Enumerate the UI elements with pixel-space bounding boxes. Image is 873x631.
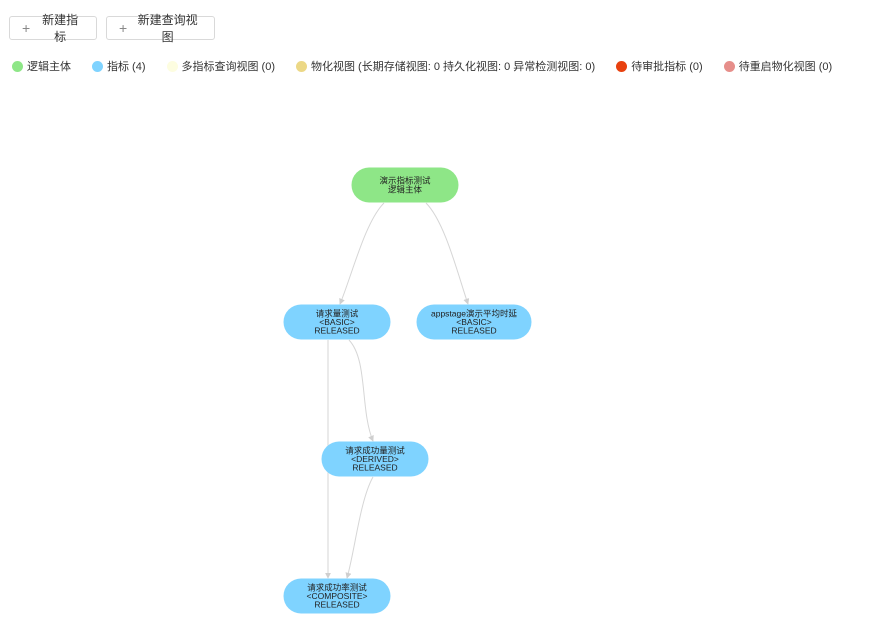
node-shape: [283, 304, 391, 340]
legend-item-metric[interactable]: 指标 (4): [92, 58, 146, 74]
edge-n1-n3: [348, 339, 374, 442]
legend-label: 指标 (4): [107, 61, 146, 73]
edge-n0-n2: [425, 202, 470, 305]
graph-nodes: 演示指标测试逻辑主体请求量测试<BASIC>RELEASEDappstage演示…: [283, 167, 532, 614]
legend-dot-icon: [12, 60, 23, 72]
new-metric-button[interactable]: + 新建指标: [9, 13, 97, 44]
legend-item-logic[interactable]: 逻辑主体: [12, 58, 71, 74]
legend-dot-icon: [166, 60, 178, 72]
node-label-line: 请求量测试: [316, 308, 359, 318]
legend-dot-icon: [296, 60, 307, 72]
legend-label: 待重启物化视图 (0): [738, 61, 833, 73]
legend: 逻辑主体 指标 (4) 多指标查询视图 (0) 物化视图 (长期存储视图: 0 …: [12, 58, 853, 74]
legend-dot-icon: [723, 60, 735, 72]
legend-item-multi-query-view[interactable]: 多指标查询视图 (0): [166, 58, 276, 74]
new-query-view-button[interactable]: + 新建查询视图: [106, 13, 215, 44]
edge-n3-n4: [345, 476, 374, 579]
legend-dot-icon: [616, 60, 628, 72]
legend-label: 物化视图 (长期存储视图: 0 持久化视图: 0 异常检测视图: 0): [311, 61, 596, 73]
edge-n0-n1: [339, 202, 385, 305]
node-shape: [283, 578, 391, 614]
node-label-line: 请求成功量测试: [345, 445, 405, 455]
new-metric-label: 新建指标: [42, 13, 79, 44]
node-label-line: 请求成功率测试: [307, 582, 367, 592]
node-label-line: RELEASED: [451, 326, 496, 336]
node-label-line: RELEASED: [314, 326, 359, 336]
legend-item-materialized-view[interactable]: 物化视图 (长期存储视图: 0 持久化视图: 0 异常检测视图: 0): [296, 58, 595, 74]
node-label-line: appstage演示平均时延: [431, 308, 517, 318]
node-label-line: RELEASED: [352, 463, 397, 473]
legend-dot-icon: [92, 60, 103, 72]
graph-node-n2[interactable]: appstage演示平均时延<BASIC>RELEASED: [416, 304, 532, 340]
node-label-line: RELEASED: [314, 600, 359, 610]
graph-node-n4[interactable]: 请求成功率测试<COMPOSITE>RELEASED: [283, 578, 391, 614]
node-shape: [351, 167, 459, 203]
plus-icon: +: [119, 20, 128, 36]
plus-icon: +: [22, 20, 31, 36]
node-label-line: <DERIVED>: [351, 454, 399, 464]
legend-item-pending-approval[interactable]: 待审批指标 (0): [616, 58, 703, 74]
node-label-line: 逻辑主体: [388, 184, 423, 194]
node-label-line: <BASIC>: [319, 317, 354, 327]
graph-edges: [325, 202, 470, 579]
node-shape: [321, 441, 429, 477]
node-label-line: <COMPOSITE>: [307, 591, 368, 601]
legend-label: 逻辑主体: [27, 61, 71, 73]
graph-node-n1[interactable]: 请求量测试<BASIC>RELEASED: [283, 304, 391, 340]
node-label-line: 演示指标测试: [379, 176, 431, 186]
toolbar: + 新建指标 + 新建查询视图: [9, 13, 215, 44]
legend-label: 多指标查询视图 (0): [181, 61, 276, 73]
graph-node-n3[interactable]: 请求成功量测试<DERIVED>RELEASED: [321, 441, 429, 477]
legend-item-pending-restart[interactable]: 待重启物化视图 (0): [723, 58, 833, 74]
new-query-view-label: 新建查询视图: [137, 13, 198, 44]
node-label-line: <BASIC>: [456, 317, 491, 327]
node-shape: [416, 304, 532, 340]
legend-label: 待审批指标 (0): [631, 61, 703, 73]
